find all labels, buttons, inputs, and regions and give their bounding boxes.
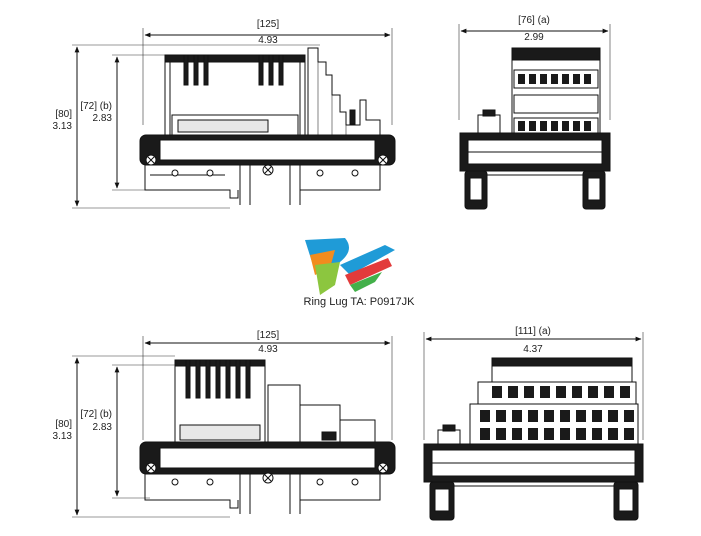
bottom-end-width-dimension: [111] (a) 4.37 (423, 326, 644, 440)
bottom-side-height-b-mm: [72] (b) (80, 409, 112, 420)
top-end-width-dimension: [76] (a) 2.99 (458, 15, 611, 120)
bottom-side-height-b-in: 2.83 (93, 422, 113, 433)
top-side-height-dimension: [80] 3.13 (53, 44, 320, 209)
bottom-side-width-dimension: [125] 4.93 (142, 330, 393, 440)
logo-caption: Ring Lug TA: P0917JK (304, 296, 416, 308)
top-side-width-mm: [125] (257, 19, 279, 30)
bottom-end-width-in: 4.37 (523, 344, 543, 355)
company-logo: Ring Lug TA: P0917JK (304, 238, 416, 308)
bottom-side-height-dimension: [80] 3.13 (53, 355, 230, 518)
top-side-width-in: 4.93 (258, 35, 278, 46)
bottom-side-view: [125] 4.93 [80] 3.13 [72] (b) 2.83 (53, 330, 396, 518)
top-end-width-in: 2.99 (524, 32, 544, 43)
bottom-end-terminal-blocks (437, 357, 639, 447)
top-end-width-mm: [76] (a) (518, 15, 550, 26)
top-side-height-in: 3.13 (53, 121, 73, 132)
bottom-side-base (139, 441, 396, 514)
bottom-end-view: [111] (a) 4.37 (423, 326, 644, 521)
bottom-side-width-mm: [125] (257, 330, 279, 341)
top-side-terminal-profile (307, 47, 381, 136)
top-side-height-mm: [80] (55, 109, 72, 120)
bottom-side-height-in: 3.13 (53, 431, 73, 442)
top-side-width-dimension: [125] 4.93 (142, 19, 393, 125)
top-side-base (139, 134, 396, 205)
top-end-terminal-block (477, 47, 601, 141)
bottom-side-width-in: 4.93 (258, 344, 278, 355)
top-end-base (459, 132, 611, 210)
bottom-end-base (423, 443, 644, 521)
top-end-view: [76] (a) 2.99 (458, 15, 611, 210)
bottom-side-height-b-dimension: [72] (b) 2.83 (80, 364, 175, 499)
bottom-side-connector-body (174, 359, 376, 446)
top-side-height-b-in: 2.83 (93, 113, 113, 124)
top-side-connector-body (164, 54, 306, 136)
top-side-view: [125] 4.93 [80] 3.13 [72] (b) 2.83 (53, 19, 396, 209)
top-side-height-b-mm: [72] (b) (80, 101, 112, 112)
top-side-height-b-dimension: [72] (b) 2.83 (80, 54, 165, 191)
bottom-side-height-mm: [80] (55, 419, 72, 430)
bottom-end-width-mm: [111] (a) (515, 326, 551, 337)
